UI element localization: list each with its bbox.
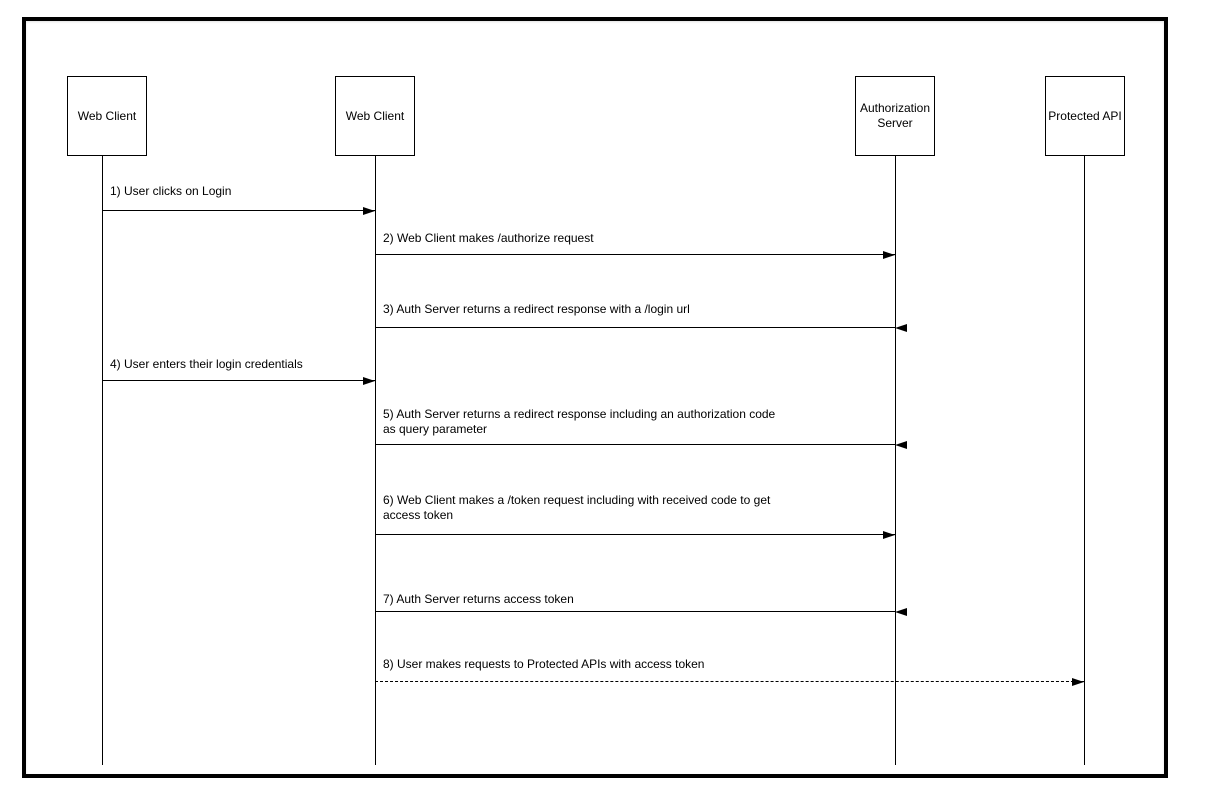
actor-protected-api: Protected API	[1045, 76, 1125, 156]
message-label-3: 3) Auth Server returns a redirect respon…	[383, 302, 690, 316]
arrowhead-icon-1	[363, 207, 375, 215]
arrowhead-icon-3	[895, 324, 907, 332]
message-label-5: 5) Auth Server returns a redirect respon…	[383, 407, 776, 436]
message-arrow-6	[375, 534, 895, 535]
arrowhead-icon-2	[883, 251, 895, 259]
message-arrow-7	[375, 611, 895, 612]
actor-label: Authorization Server	[859, 101, 931, 130]
arrowhead-icon-5	[895, 441, 907, 449]
message-arrow-3	[375, 327, 895, 328]
actor-web-client-1: Web Client	[67, 76, 147, 156]
message-label-4: 4) User enters their login credentials	[110, 357, 303, 371]
actor-label: Protected API	[1048, 108, 1122, 123]
message-arrow-2	[375, 254, 895, 255]
message-label-7: 7) Auth Server returns access token	[383, 592, 574, 606]
arrowhead-icon-6	[883, 531, 895, 539]
actor-label: Web Client	[345, 108, 405, 123]
message-label-8: 8) User makes requests to Protected APIs…	[383, 657, 705, 671]
message-arrow-1	[102, 210, 375, 211]
lifeline-web-client-2	[375, 156, 376, 765]
message-arrow-4	[102, 380, 375, 381]
arrowhead-icon-8	[1072, 678, 1084, 686]
diagram-border-frame: Web Client Web Client Authorization Serv…	[22, 17, 1168, 778]
actor-label: Web Client	[77, 108, 137, 123]
arrowhead-icon-7	[895, 608, 907, 616]
message-label-2: 2) Web Client makes /authorize request	[383, 231, 594, 245]
message-arrow-8	[375, 681, 1084, 682]
lifeline-authorization-server	[895, 156, 896, 765]
arrowhead-icon-4	[363, 377, 375, 385]
message-label-1: 1) User clicks on Login	[110, 184, 232, 198]
message-label-6: 6) Web Client makes a /token request inc…	[383, 493, 771, 522]
lifeline-web-client-1	[102, 156, 103, 765]
actor-web-client-2: Web Client	[335, 76, 415, 156]
actor-authorization-server: Authorization Server	[855, 76, 935, 156]
message-arrow-5	[375, 444, 895, 445]
lifeline-protected-api	[1084, 156, 1085, 765]
